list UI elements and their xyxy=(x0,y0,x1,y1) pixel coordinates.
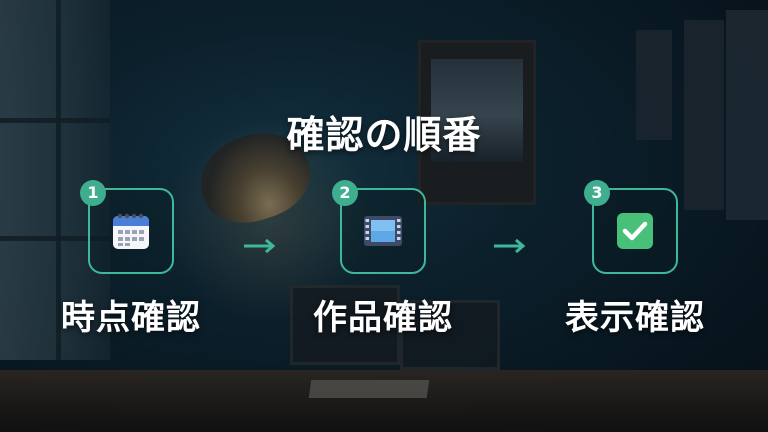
wall-poster xyxy=(726,10,768,220)
step-1-label: 時点確認 xyxy=(61,298,201,338)
step-1-badge: 1 xyxy=(80,180,106,206)
desk-monitor xyxy=(400,300,500,370)
arrow-right-icon xyxy=(242,238,278,254)
step-2-badge: 2 xyxy=(332,180,358,206)
wall-poster xyxy=(636,30,672,140)
calendar-icon xyxy=(110,210,152,252)
window-frame xyxy=(56,0,61,360)
wall-picture-frame xyxy=(418,40,536,205)
step-2-box: 2 xyxy=(332,180,426,274)
checkmark-icon xyxy=(614,210,656,252)
window-frame xyxy=(0,118,110,123)
step-3-label: 表示確認 xyxy=(565,298,705,338)
step-1-box: 1 xyxy=(80,180,174,274)
arrow-right-icon xyxy=(492,238,528,254)
film-icon xyxy=(362,210,404,252)
wall-poster xyxy=(684,20,724,210)
desk-monitor xyxy=(290,285,400,365)
step-3-badge: 3 xyxy=(584,180,610,206)
step-2-label: 作品確認 xyxy=(313,298,453,338)
step-3-box: 3 xyxy=(584,180,678,274)
window-frame xyxy=(0,236,110,241)
page-title: 確認の順番 xyxy=(286,113,482,157)
